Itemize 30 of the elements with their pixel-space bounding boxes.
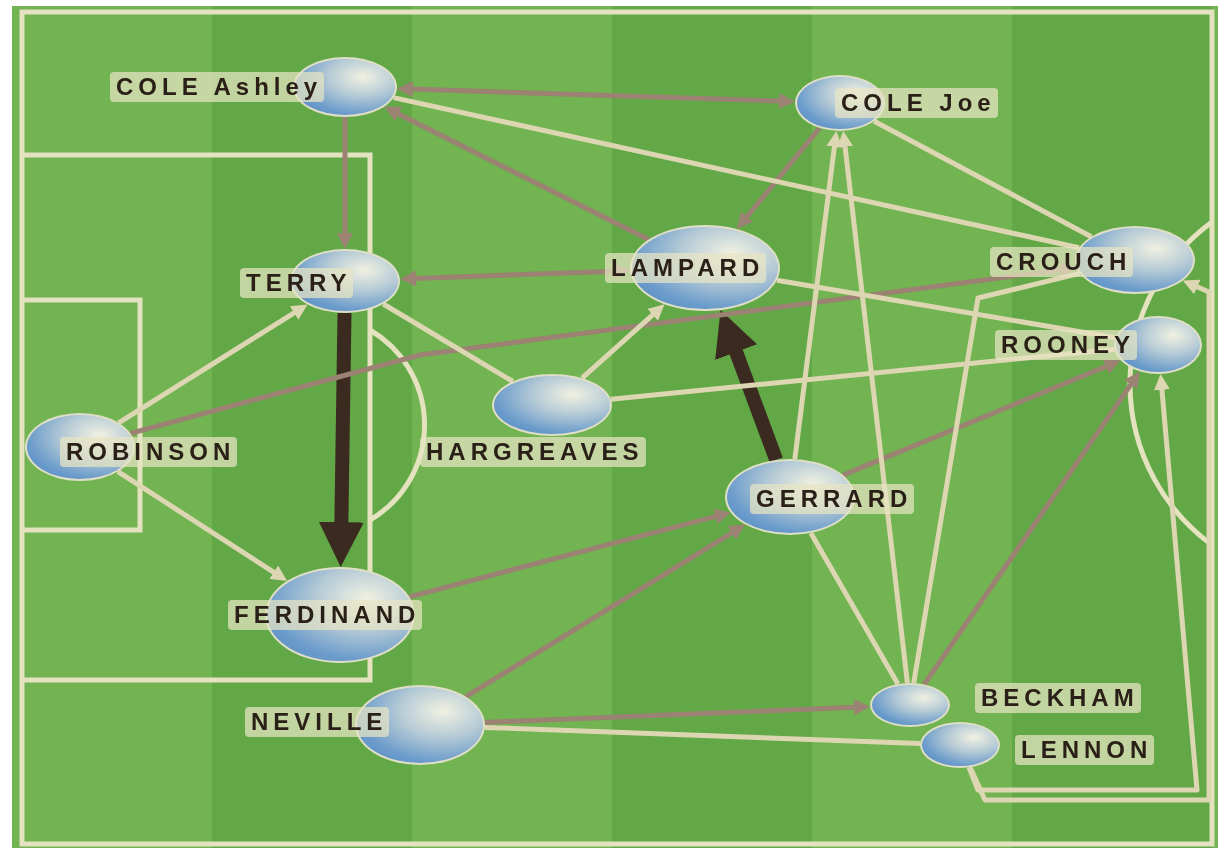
connector-line xyxy=(382,301,515,384)
arrow xyxy=(117,304,308,425)
player-name: ROBINSON xyxy=(60,437,238,467)
arrow xyxy=(792,130,843,460)
arrow xyxy=(580,304,665,380)
player-name: NEVILLE xyxy=(245,707,390,737)
connector-line xyxy=(873,119,1093,239)
arrow xyxy=(384,106,650,242)
connector-line xyxy=(484,724,921,746)
arrow xyxy=(116,469,288,581)
player-name: TERRY xyxy=(240,268,354,298)
arrow xyxy=(484,699,871,725)
player-name: BECKHAM xyxy=(975,683,1141,713)
arrow xyxy=(337,117,353,249)
player-name: CROUCH xyxy=(990,247,1134,277)
player-name: HARGREAVES xyxy=(420,437,646,467)
arrow xyxy=(922,371,1140,686)
player-name: LAMPARD xyxy=(605,253,767,283)
arrow xyxy=(318,312,364,567)
arrow xyxy=(464,524,746,699)
player-name: COLE Ashley xyxy=(110,72,325,102)
player-name: COLE Joe xyxy=(835,88,998,118)
player-name: LENNON xyxy=(1015,735,1155,765)
arrow xyxy=(396,81,796,110)
arrow xyxy=(408,508,731,600)
player-name: GERRARD xyxy=(750,484,915,514)
arrow xyxy=(966,373,1200,793)
arrow xyxy=(837,130,910,684)
player-name: FERDINAND xyxy=(228,600,423,630)
player-name: ROONEY xyxy=(995,330,1137,360)
